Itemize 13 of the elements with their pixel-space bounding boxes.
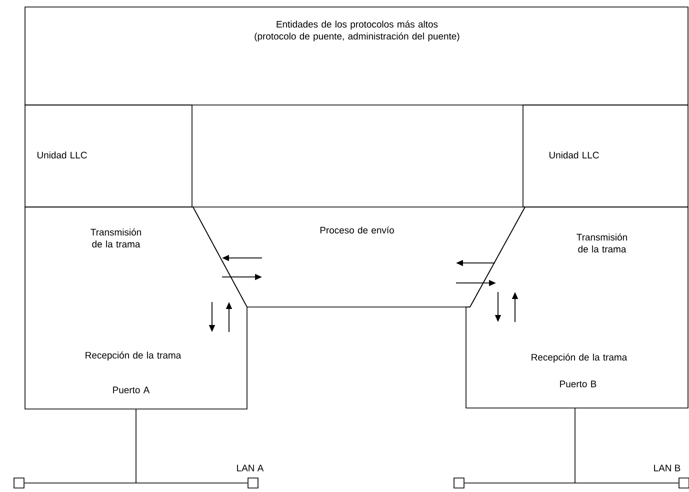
- terminator-box: [678, 478, 689, 488]
- layer-box: Unidad LLC: [24, 104, 192, 208]
- lan-line: [464, 408, 679, 484]
- terminator-box: [14, 478, 24, 488]
- terminator-box: [454, 478, 464, 488]
- port-box: Transmisión de la trama Recepción de la trama Puerto A: [24, 206, 248, 410]
- terminator-box: [248, 478, 258, 488]
- port-box: Transmisión de la trama Recepción de la trama Puerto B: [466, 206, 688, 408]
- layer-box: Unidad LLC: [522, 104, 688, 208]
- lan-label: LAN B: [654, 464, 680, 472]
- layer-box: Entidades de los protocolos más altos (protocolo de puente, administración del puente): [24, 6, 688, 106]
- lan-line: [24, 408, 248, 484]
- lan-label: LAN A: [237, 464, 264, 472]
